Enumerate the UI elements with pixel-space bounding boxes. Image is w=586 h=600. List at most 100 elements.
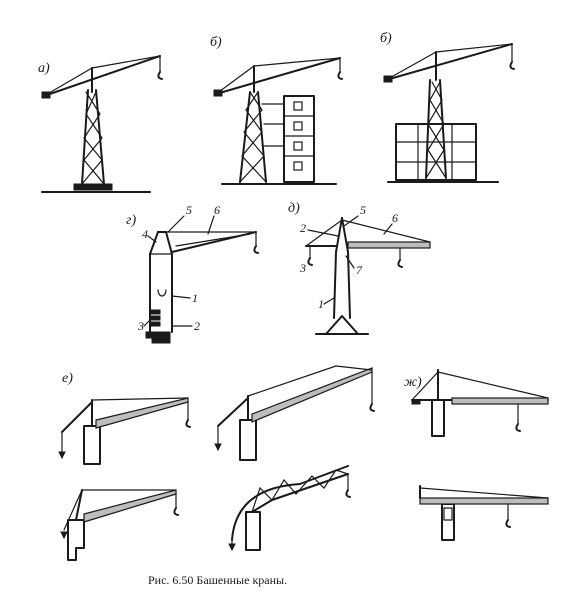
building xyxy=(283,95,315,183)
callout-2: 2 xyxy=(194,319,200,333)
callout-7: 7 xyxy=(356,263,363,277)
crane-variant-zh1 xyxy=(411,369,549,437)
hook-icon xyxy=(185,419,191,428)
head-frame xyxy=(165,231,173,255)
crane-base xyxy=(73,183,113,191)
boom-stay xyxy=(253,57,341,67)
tower-leg-right xyxy=(95,89,105,185)
boom xyxy=(251,367,373,423)
counter-jib-stay xyxy=(43,67,93,97)
tower-leg-right xyxy=(439,79,447,179)
hook-icon xyxy=(515,423,521,432)
counterweight xyxy=(213,89,223,97)
counterweight xyxy=(41,91,51,99)
tower-lattice xyxy=(427,81,447,179)
horizontal-jib xyxy=(347,241,431,249)
panel-a-crane: а) xyxy=(38,55,163,193)
hook-icon xyxy=(253,245,259,254)
head-frame xyxy=(341,217,349,253)
callout-3: 3 xyxy=(137,319,144,333)
jib-stay xyxy=(437,371,549,399)
hook-icon xyxy=(214,443,222,452)
panel-b-right-crane: б) xyxy=(380,31,515,183)
panel-g-label: г) xyxy=(126,213,136,228)
tower-leg-left xyxy=(425,79,431,179)
counterweight xyxy=(383,75,393,83)
tower-stub xyxy=(239,419,257,461)
panel-b-left-crane: б) xyxy=(210,35,343,185)
building xyxy=(395,123,477,181)
tower-lattice xyxy=(239,91,265,183)
hook-icon xyxy=(58,451,66,460)
panel-g-crane: г) 1 2 3 4 5 6 xyxy=(126,203,259,344)
horizontal-jib xyxy=(419,497,549,505)
hook-icon xyxy=(509,61,515,70)
panel-d-crane: д) 1 2 3 5 6 7 xyxy=(288,201,431,335)
boom xyxy=(43,55,161,97)
hook-icon xyxy=(397,259,403,268)
boom xyxy=(215,57,341,95)
hook-icon xyxy=(157,71,163,80)
hook-icon xyxy=(345,489,351,498)
counter-jib-stay xyxy=(385,51,437,81)
counter-jib xyxy=(63,489,83,531)
rotation-arrow-icon xyxy=(157,289,167,297)
boom-lattice xyxy=(175,233,251,247)
boom-stay xyxy=(435,43,513,53)
crane-variant-zh2 xyxy=(419,485,549,541)
counter-jib-stay xyxy=(411,371,439,401)
callout-5: 5 xyxy=(186,203,192,217)
counter-jib xyxy=(61,401,93,433)
hook-icon xyxy=(60,531,68,540)
tower-stub xyxy=(83,425,101,465)
tower-stub xyxy=(245,511,261,551)
counterweight xyxy=(411,399,421,405)
callout-1: 1 xyxy=(192,291,198,305)
hook-icon xyxy=(228,543,236,552)
jib-top-chord xyxy=(419,487,549,499)
panel-b-left-label: б) xyxy=(210,35,222,50)
head-frame xyxy=(335,217,343,253)
panel-d-label: д) xyxy=(288,201,300,216)
tower-stub xyxy=(67,519,85,561)
crane-base xyxy=(325,315,359,335)
hook-icon xyxy=(307,257,313,266)
callout-6: 6 xyxy=(214,203,220,217)
curved-boom xyxy=(231,465,349,541)
hook-icon xyxy=(173,507,179,516)
boom-lattice xyxy=(251,469,349,513)
tower-column xyxy=(333,251,337,319)
hook-icon xyxy=(337,71,343,80)
callout-1: 1 xyxy=(318,297,324,311)
counterweight-stack xyxy=(149,309,161,327)
hook-icon xyxy=(505,519,511,528)
boom-stay xyxy=(91,397,189,401)
boom xyxy=(83,489,177,523)
boom xyxy=(95,397,189,429)
boom-chord xyxy=(251,473,349,513)
callout-3: 3 xyxy=(299,261,306,275)
crane-base xyxy=(145,331,171,339)
panel-b-right-label: б) xyxy=(380,31,392,46)
callout-4: 4 xyxy=(142,227,148,241)
hook-icon xyxy=(369,403,375,412)
figure-caption: Рис. 6.50 Башенные краны. xyxy=(148,573,287,587)
crane-variant-e1 xyxy=(58,397,191,465)
boom-stay xyxy=(91,55,161,69)
counter-jib xyxy=(217,397,249,427)
panel-zh-label: ж) xyxy=(404,375,422,390)
crane-variant-e4 xyxy=(228,465,351,552)
callout-6: 6 xyxy=(392,211,398,225)
tower-lattice xyxy=(241,91,267,183)
tower-lattice xyxy=(83,91,105,185)
tower-lattice xyxy=(425,81,445,179)
crane-variant-e3 xyxy=(60,489,179,561)
boom-stay xyxy=(247,365,337,397)
panel-a-label: а) xyxy=(38,61,50,76)
tower-column xyxy=(347,251,351,319)
boom xyxy=(385,43,513,81)
tower-stub xyxy=(431,399,445,437)
head-frame xyxy=(149,231,159,255)
panel-e-label: е) xyxy=(62,371,73,386)
